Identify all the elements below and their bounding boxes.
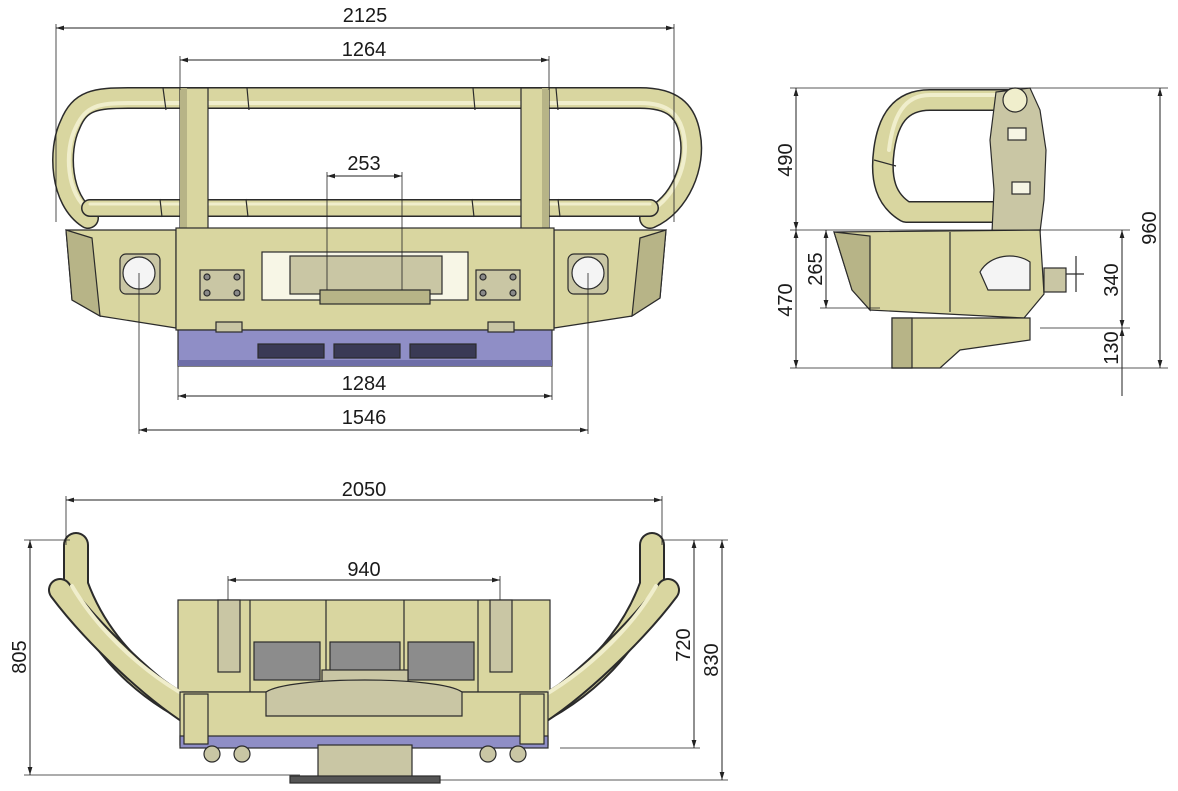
dim-top-right-depth-outer: 830 xyxy=(701,643,723,676)
left-fog-light xyxy=(119,253,161,295)
dim-side-bumper-height: 470 xyxy=(775,283,797,316)
dim-front-lower-width: 1284 xyxy=(342,373,387,395)
underside-vents xyxy=(257,343,477,359)
front-view-dimensions: 2125 1264 253 1284 1546 xyxy=(55,5,675,434)
top-view: 2050 940 805 720 830 xyxy=(9,479,728,784)
dim-top-inner-width: 940 xyxy=(347,559,380,581)
dim-front-overall-width: 2125 xyxy=(343,5,388,27)
dim-top-overall-width: 2050 xyxy=(342,479,387,501)
side-mount-bracket xyxy=(989,87,1047,233)
dim-top-left-depth: 805 xyxy=(9,640,31,673)
side-view-dimensions: 490 470 265 340 130 960 xyxy=(775,87,1168,396)
side-hoop-tube xyxy=(871,89,1026,223)
dim-side-hoop-height: 490 xyxy=(775,143,797,176)
dim-side-total-height: 960 xyxy=(1139,211,1161,244)
dim-front-winch: 253 xyxy=(347,153,380,175)
top-view-dimensions: 2050 940 805 720 830 xyxy=(9,479,728,781)
dim-side-bumper-face: 265 xyxy=(805,252,827,285)
side-view: 490 470 265 340 130 960 xyxy=(775,87,1168,396)
front-bumper-body xyxy=(65,227,667,367)
dim-front-uprights: 1264 xyxy=(342,39,387,61)
dim-front-fog-lights: 1546 xyxy=(342,407,387,429)
dim-side-bottom: 130 xyxy=(1101,331,1123,364)
dim-side-mount-offset: 340 xyxy=(1101,263,1123,296)
front-view: 2125 1264 253 1284 1546 xyxy=(52,5,703,434)
dim-top-right-depth-inner: 720 xyxy=(673,628,695,661)
side-skid-plate xyxy=(891,317,1031,369)
